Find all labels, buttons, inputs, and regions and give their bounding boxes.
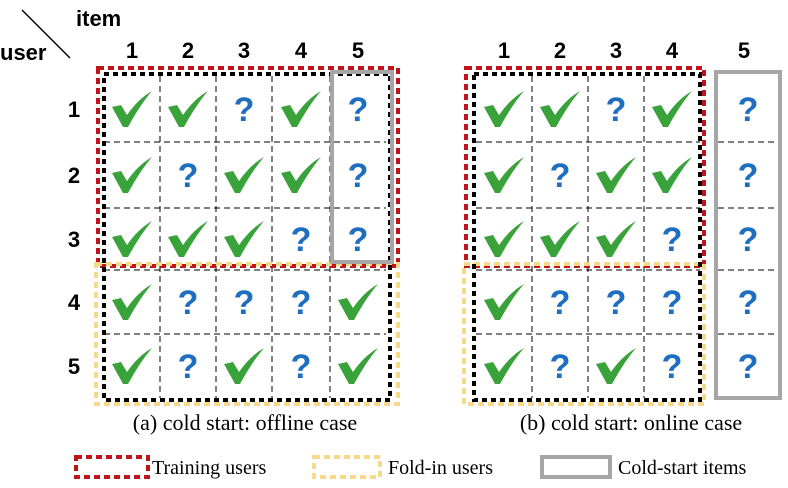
legend-swatch-training-users (74, 455, 150, 479)
question-icon: ? (291, 221, 312, 259)
question-icon: ? (738, 284, 759, 322)
check-icon (484, 284, 524, 320)
question-icon: ? (738, 91, 759, 129)
check-icon (484, 221, 524, 257)
check-icon (224, 157, 264, 193)
question-icon: ? (550, 348, 571, 386)
check-icon (112, 284, 152, 320)
check-icon (112, 221, 152, 257)
header-diagonal-line (21, 9, 71, 59)
item-number-2: 2 (182, 38, 194, 63)
question-icon: ? (550, 284, 571, 322)
check-icon (112, 348, 152, 384)
question-icon: ? (348, 157, 369, 195)
panel-offline: 1 2 3 4 5 1 2 3 4 5??????????? (68, 38, 400, 406)
caption-offline-case: (a) cold start: offline case (133, 410, 357, 435)
check-icon (338, 348, 378, 384)
legend-swatch-cold-start-items (540, 455, 612, 479)
question-icon: ? (234, 284, 255, 322)
check-icon (596, 157, 636, 193)
check-icon (484, 348, 524, 384)
question-icon: ? (606, 284, 627, 322)
question-icon: ? (234, 91, 255, 129)
question-icon: ? (348, 91, 369, 129)
known-ratings-box (472, 72, 702, 402)
question-icon: ? (178, 348, 199, 386)
question-icon: ? (178, 157, 199, 195)
check-icon (484, 157, 524, 193)
check-icon (112, 91, 152, 127)
item-number-3: 3 (610, 38, 622, 63)
item-number-5: 5 (352, 38, 364, 63)
user-number-4: 4 (68, 290, 81, 315)
question-icon: ? (738, 157, 759, 195)
check-icon (112, 157, 152, 193)
question-icon: ? (738, 221, 759, 259)
check-icon (596, 348, 636, 384)
legend-label-cold-start-items: Cold-start items (618, 457, 747, 479)
check-icon (540, 221, 580, 257)
grid-lines (476, 76, 780, 398)
item-number-5: 5 (738, 38, 750, 63)
user-axis-label: user (0, 40, 47, 65)
question-icon: ? (550, 157, 571, 195)
question-icon: ? (178, 284, 199, 322)
user-number-1: 1 (68, 97, 80, 122)
check-icon (338, 284, 378, 320)
item-number-1: 1 (126, 38, 138, 63)
check-icon (281, 157, 321, 193)
item-number-3: 3 (238, 38, 250, 63)
item-number-1: 1 (498, 38, 510, 63)
item-number-4: 4 (666, 38, 679, 63)
check-icon (168, 221, 208, 257)
question-icon: ? (662, 284, 683, 322)
panel-online: 1 2 3 4 5????????????? (462, 38, 782, 406)
check-icon (224, 348, 264, 384)
check-icon (281, 91, 321, 127)
question-icon: ? (662, 221, 683, 259)
question-icon: ? (738, 348, 759, 386)
legend-label-fold-in-users: Fold-in users (388, 457, 493, 479)
cold-start-items-box (330, 70, 394, 264)
check-icon (596, 221, 636, 257)
question-icon: ? (348, 221, 369, 259)
user-number-2: 2 (68, 163, 80, 188)
check-icon (168, 91, 208, 127)
fold-in-users-box (462, 262, 706, 406)
question-icon: ? (291, 348, 312, 386)
cold-start-items-box (714, 70, 782, 400)
user-number-5: 5 (68, 354, 80, 379)
check-icon (224, 221, 264, 257)
question-icon: ? (662, 348, 683, 386)
legend-swatch-fold-in-users (312, 455, 382, 479)
check-icon (652, 91, 692, 127)
item-number-2: 2 (554, 38, 566, 63)
check-icon (652, 157, 692, 193)
item-number-4: 4 (295, 38, 308, 63)
legend: Training users Fold-in users Cold-start … (74, 455, 747, 479)
question-icon: ? (606, 91, 627, 129)
caption-online-case: (b) cold start: online case (520, 410, 742, 435)
legend-label-training-users: Training users (152, 457, 266, 479)
check-icon (540, 91, 580, 127)
item-axis-label: item (76, 6, 121, 31)
question-icon: ? (291, 284, 312, 322)
check-icon (484, 91, 524, 127)
training-users-box (96, 66, 400, 268)
fold-in-users-box (94, 262, 400, 406)
user-number-3: 3 (68, 227, 80, 252)
